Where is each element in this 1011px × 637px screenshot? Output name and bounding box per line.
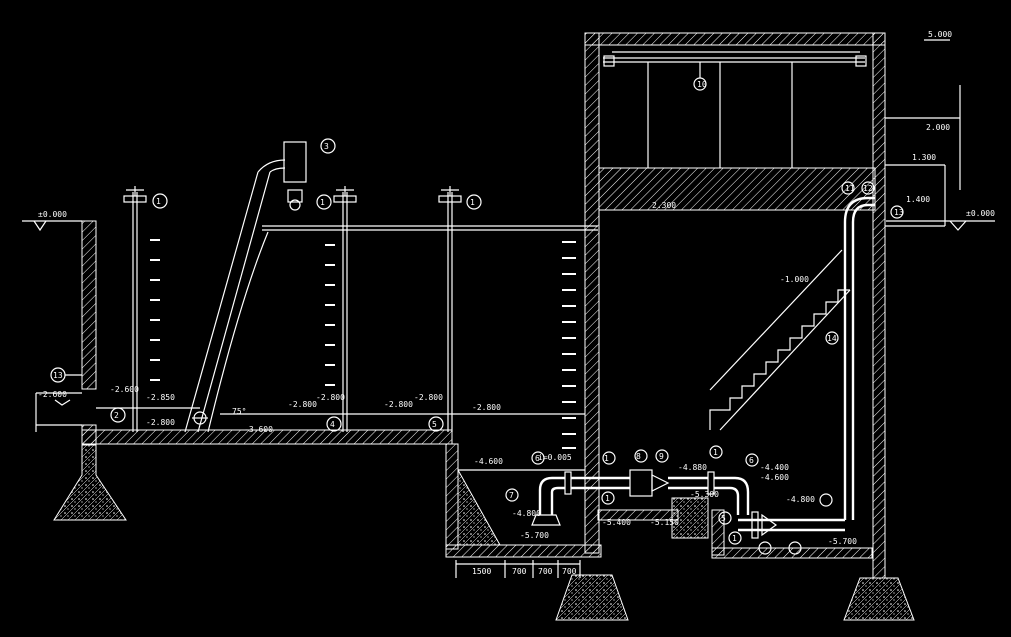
svg-text:1: 1 [732,534,737,543]
ground-left: ±0.000 [22,210,82,232]
svg-text:3: 3 [324,142,329,151]
level-pipe-d: -4.400 [760,463,789,472]
riser-pipe: 11 12 13 14 [825,181,904,520]
svg-text:1: 1 [605,494,610,503]
callout-4: 4 [326,416,342,432]
level-pump-floor: -4.600 [474,457,503,466]
pump-house: 10 2.300 5.000 [555,30,952,621]
level-pump: -4.800 [512,509,541,518]
svg-text:5: 5 [432,420,437,429]
svg-text:6: 6 [749,456,754,465]
svg-text:1: 1 [470,198,475,207]
sump-well: -4.600 -5.700 -4.800 1500 700 700 700 [445,443,602,578]
dim-1: 1500 [472,567,491,576]
svg-text:1: 1 [713,448,718,457]
svg-text:5: 5 [721,514,726,523]
svg-text:1: 1 [156,197,161,206]
level-chamber-a: -2.800 [288,400,317,409]
gate-stem-1: 1 [123,186,168,432]
stairs: -1.000 [709,249,851,431]
level-pipe: -4.880 [678,463,707,472]
svg-text:11: 11 [845,184,855,193]
pipe-gallery: 5 6 1 1 -4.400 -4.600 -5.300 -5.150 -5.4… [597,445,873,559]
callout-2: 2 [110,407,126,423]
svg-text:8: 8 [636,452,641,461]
level-roof: 5.000 [928,30,952,39]
gate-stem-3: 1 [438,186,482,432]
level-water-inlet: -2.600 [38,390,67,399]
level-chamber-d: -2.800 [414,393,443,402]
gate-stem-2: 1 [316,186,357,432]
level-pipe-g: -5.150 [650,518,679,527]
dim-3: 700 [538,567,553,576]
svg-text:1: 1 [604,454,609,463]
pump-assembly: i=0.005 -4.880 [531,453,750,526]
level-stair: -1.000 [780,275,809,284]
level-outlet-a: 2.000 [926,123,950,132]
svg-text:6: 6 [535,454,540,463]
svg-text:10: 10 [697,80,707,89]
svg-text:13: 13 [53,371,63,380]
level-water-2: -2.600 [110,385,139,394]
outlet-trough: 2.000 1.300 1.400 [885,85,961,227]
callout-5: 5 [428,416,444,432]
bar-screen: 3 75° -3.600 [184,138,336,434]
level-ground-right: ±0.000 [966,209,995,218]
level-outlet-b: 1.300 [912,153,936,162]
screen-angle: 75° [232,407,246,416]
level-chamber-c: -2.800 [384,400,413,409]
level-outlet-c: 1.400 [906,195,930,204]
svg-text:2: 2 [114,411,119,420]
svg-text:7: 7 [509,491,514,500]
svg-text:13: 13 [894,208,904,217]
level-screen-bottom: -3.600 [244,425,273,434]
level-pipe-f: -5.300 [690,490,719,499]
level-pipe-i: -5.700 [828,537,857,546]
level-pipe-j: -4.800 [786,495,815,504]
svg-text:12: 12 [863,184,873,193]
level-channel: -2.850 [146,393,175,402]
callout-13: 13 [50,367,82,383]
level-chamber-e: -2.800 [472,403,501,412]
dim-2: 700 [512,567,527,576]
svg-text:9: 9 [659,452,664,461]
gauge-marks-right [562,241,576,449]
inlet-well: -2.600 [35,220,453,521]
level-ground-left: ±0.000 [38,210,67,219]
level-chamber-b: -2.800 [316,393,345,402]
level-pipe-h: -5.400 [602,518,631,527]
gate-marks-1 [150,239,160,381]
slope: i=0.005 [538,453,572,462]
level-channel-2: -2.800 [146,418,175,427]
sump-callouts: 6 7 1 1 8 9 [505,449,669,505]
svg-text:1: 1 [320,198,325,207]
dim-4: 700 [562,567,577,576]
level-sump-bottom: -5.700 [520,531,549,540]
svg-text:4: 4 [330,420,335,429]
level-pipe-e: -4.600 [760,473,789,482]
ground-right: ±0.000 [886,209,995,231]
svg-text:14: 14 [827,334,837,343]
level-deck: 2.300 [652,201,676,210]
